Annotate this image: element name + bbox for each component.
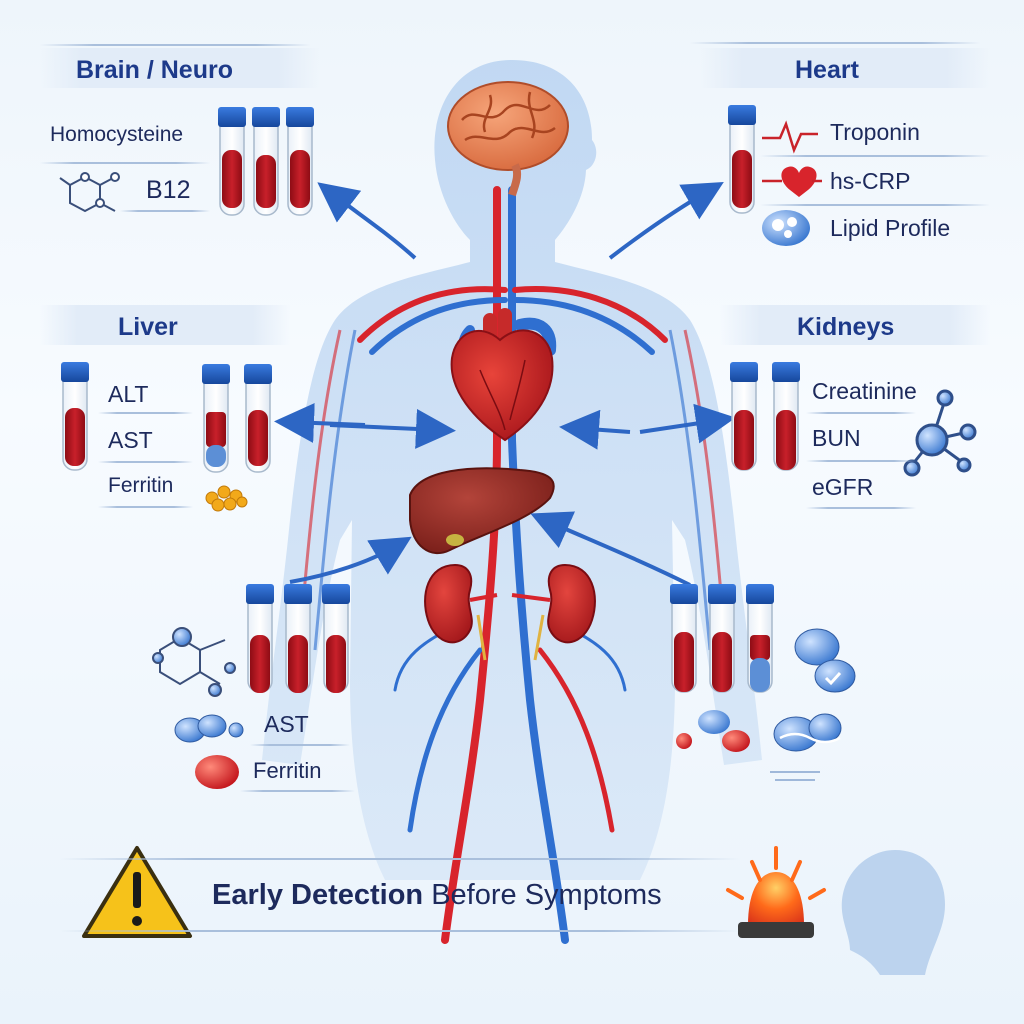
liver-icon <box>409 467 555 555</box>
marker-label: AST <box>264 711 309 737</box>
divider <box>98 461 193 463</box>
molecule-icon <box>152 627 236 697</box>
heart-pulse-icon <box>762 166 822 197</box>
heart-section-title: Heart <box>795 56 859 84</box>
blood-cell-icons <box>174 628 856 752</box>
ecg-icon <box>762 120 818 154</box>
marker-label: AST <box>108 427 153 453</box>
banner-rest: Before Symptoms <box>423 879 662 911</box>
person-head-icon <box>841 850 945 975</box>
ferritin-cluster-icon <box>205 485 248 512</box>
kidney-icon <box>424 563 596 661</box>
divider <box>240 790 355 792</box>
marker-label: Homocysteine <box>50 123 184 146</box>
divider <box>760 155 990 157</box>
divider <box>40 162 210 164</box>
marker-label: Ferritin <box>253 758 322 783</box>
siren-icon <box>726 846 826 938</box>
ferritin-icon <box>195 710 750 789</box>
lipid-icon <box>762 210 810 246</box>
divider <box>40 44 310 46</box>
title-bar <box>40 48 320 88</box>
divider <box>760 204 990 206</box>
title-bar <box>700 48 990 88</box>
marker-label: eGFR <box>812 474 874 500</box>
kidneys-section-title: Kidneys <box>797 313 895 341</box>
marker-label: Creatinine <box>812 378 917 404</box>
marker-label: BUN <box>812 425 861 451</box>
brain-icon <box>447 81 569 197</box>
brain-section-title: Brain / Neuro <box>76 56 233 84</box>
divider <box>60 930 740 932</box>
divider <box>98 412 193 414</box>
divider <box>806 412 916 414</box>
liver-section-title: Liver <box>118 313 178 341</box>
tubes <box>60 104 801 693</box>
divider <box>250 744 350 746</box>
divider <box>806 460 916 462</box>
marker-label: Lipid Profile <box>830 215 951 241</box>
divider <box>120 210 210 212</box>
warning-icon <box>82 846 192 938</box>
divider <box>98 506 193 508</box>
banner-bold: Early Detection <box>212 879 424 911</box>
marker-label: B12 <box>146 176 191 204</box>
title-bar <box>720 305 990 345</box>
title-bar <box>40 305 290 345</box>
molecule-icon <box>59 172 120 213</box>
heart-icon <box>450 308 557 442</box>
molecule-icon <box>903 389 977 477</box>
marker-label: ALT <box>108 381 149 407</box>
divider <box>60 858 740 860</box>
banner-text: Early Detection Before Symptoms <box>212 879 662 912</box>
marker-label: Troponin <box>830 119 920 145</box>
marker-label: hs-CRP <box>830 168 911 194</box>
divider <box>806 507 916 509</box>
divider <box>690 42 980 44</box>
marker-label: Ferritin <box>108 474 174 497</box>
